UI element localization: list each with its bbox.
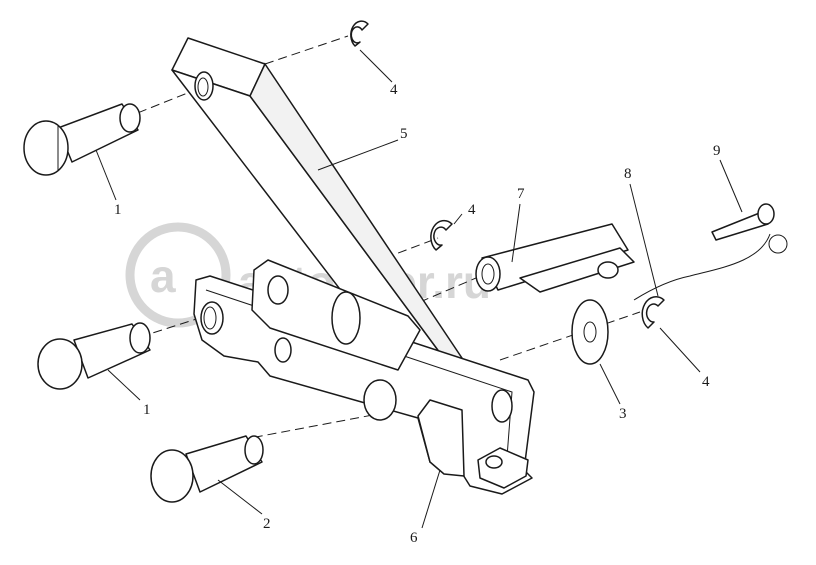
part-7-sleeve xyxy=(475,223,635,293)
part-4-clip-top xyxy=(350,20,369,47)
part-4-clip-middle xyxy=(430,219,453,251)
callout-4-top: 4 xyxy=(390,82,398,98)
callout-6: 6 xyxy=(410,530,418,546)
part-4-clip-right xyxy=(641,296,665,329)
callout-1-upper: 1 xyxy=(114,202,122,218)
part-8-lanyard-cable xyxy=(633,233,771,301)
svg-text:a: a xyxy=(150,250,176,302)
part-3-washer xyxy=(571,299,609,365)
part-2-pin xyxy=(150,435,264,503)
callout-5: 5 xyxy=(400,126,408,142)
callout-1-lower: 1 xyxy=(143,402,151,418)
part-9-cotter-pin xyxy=(711,203,788,254)
part-5-lever-arm xyxy=(171,37,471,382)
callout-4-middle: 4 xyxy=(468,202,476,218)
callout-9: 9 xyxy=(713,143,721,159)
callout-7: 7 xyxy=(517,186,525,202)
callout-2: 2 xyxy=(263,516,271,532)
part-1-lower-pin xyxy=(37,322,151,390)
callouts: 4 5 4 7 8 9 3 4 1 1 2 6 xyxy=(114,82,721,546)
part-6-bracket xyxy=(193,259,535,495)
callout-8: 8 xyxy=(624,166,632,182)
leader-lines xyxy=(95,49,743,529)
callout-4-right: 4 xyxy=(702,374,710,390)
autopiter-logo-icon: a xyxy=(125,222,231,328)
callout-3: 3 xyxy=(619,406,627,422)
part-1-upper-pin xyxy=(23,103,141,176)
